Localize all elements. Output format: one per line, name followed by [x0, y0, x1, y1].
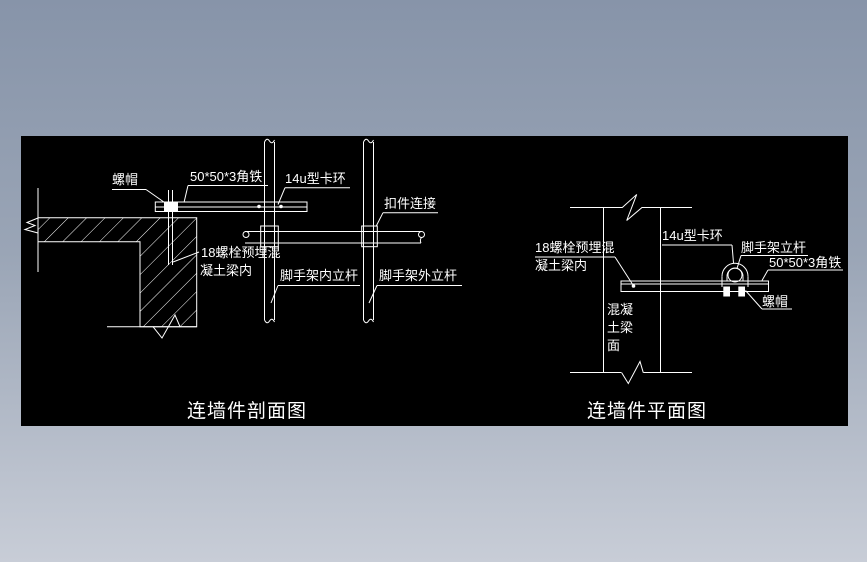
section-label-nut: 螺帽 — [112, 172, 139, 187]
section-label-inner-pole: 脚手架内立杆 — [280, 268, 359, 283]
section-view-title: 连墙件剖面图 — [187, 401, 308, 422]
plan-label-embed-bolt-line2: 凝土梁内 — [535, 258, 588, 273]
plan-label-beam-face-line2: 土梁 — [607, 320, 634, 335]
section-label-embed-bolt-line1: 18螺栓预埋混 — [201, 245, 281, 260]
section-label-outer-pole: 脚手架外立杆 — [379, 268, 458, 283]
section-label-u-clamp: 14u型卡环 — [285, 171, 346, 186]
drawing-canvas[interactable]: 螺帽 50*50*3角铁 14u型卡环 扣件连接 18螺栓预埋混 凝土梁内 脚手… — [21, 136, 848, 426]
plan-label-angle-iron: 50*50*3角铁 — [769, 255, 842, 270]
section-label-angle-iron: 50*50*3角铁 — [190, 169, 263, 184]
plan-label-pole: 脚手架立杆 — [741, 240, 807, 255]
plan-label-embed-bolt-line1: 18螺栓预埋混 — [535, 240, 615, 255]
section-label-embed-bolt-line2: 凝土梁内 — [200, 263, 253, 278]
section-label-coupler: 扣件连接 — [384, 196, 437, 211]
plan-label-beam-face-line1: 混凝 — [607, 302, 634, 317]
plan-view-title: 连墙件平面图 — [587, 401, 708, 422]
plan-label-beam-face-line3: 面 — [607, 338, 621, 353]
plan-view-linework — [535, 194, 843, 385]
section-view-linework — [23, 138, 462, 339]
drawing-linework — [23, 138, 843, 385]
plan-label-nut: 螺帽 — [762, 294, 789, 309]
plan-label-u-clamp: 14u型卡环 — [662, 228, 723, 243]
